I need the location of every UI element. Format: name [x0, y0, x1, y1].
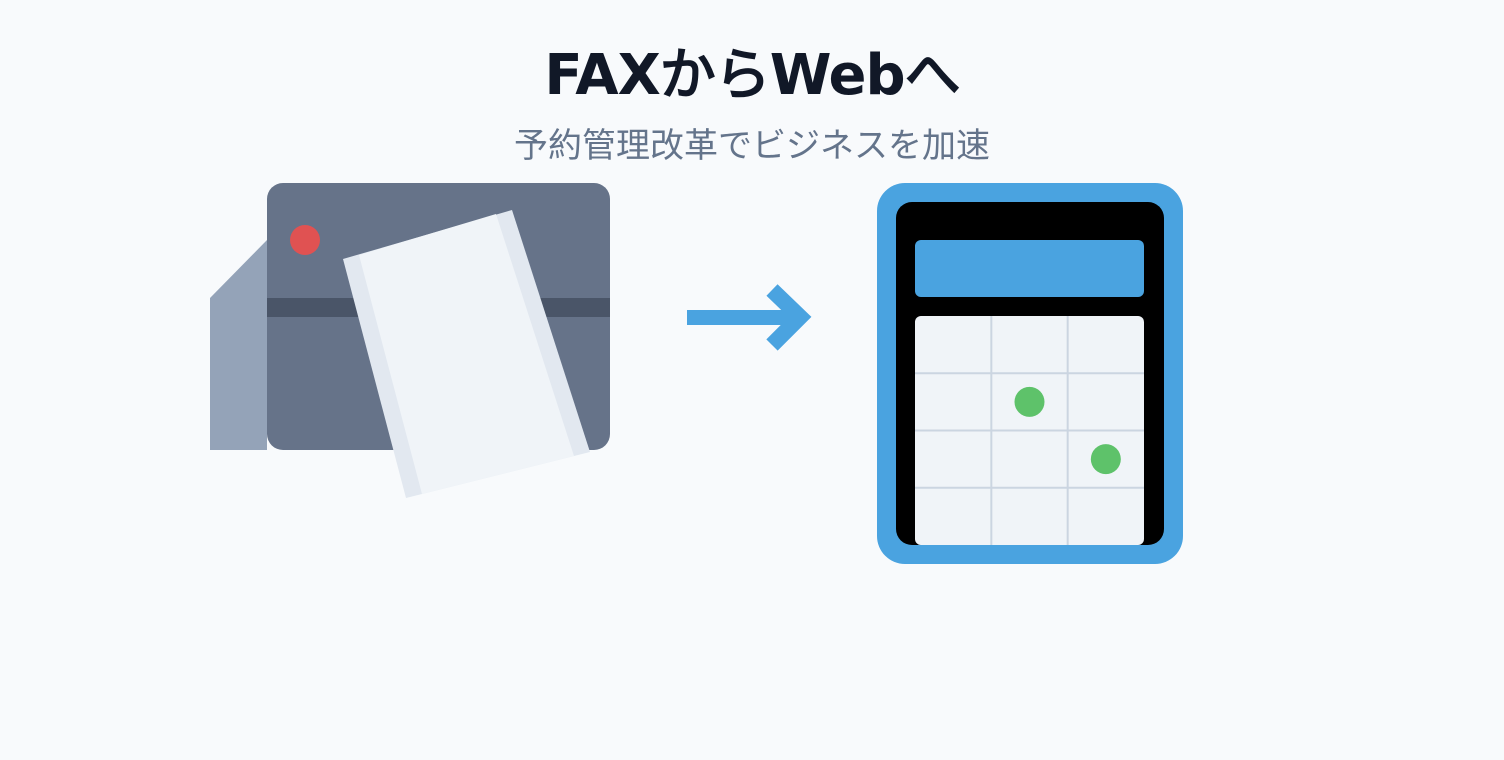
- web-calendar-icon: [877, 183, 1183, 564]
- page-title: FAXからWebへ: [544, 43, 960, 108]
- calendar-header: [915, 240, 1144, 297]
- booking-dot: [1090, 444, 1121, 475]
- fax-led: [290, 225, 320, 255]
- page-subtitle: 予約管理改革でビジネスを加速: [514, 126, 990, 166]
- arrow-right-icon: [687, 284, 812, 351]
- fax-paper-icon: [343, 210, 590, 498]
- fax-machine-icon: [210, 183, 610, 498]
- booking-dot: [1014, 386, 1045, 417]
- fax-paper-tray: [210, 240, 267, 450]
